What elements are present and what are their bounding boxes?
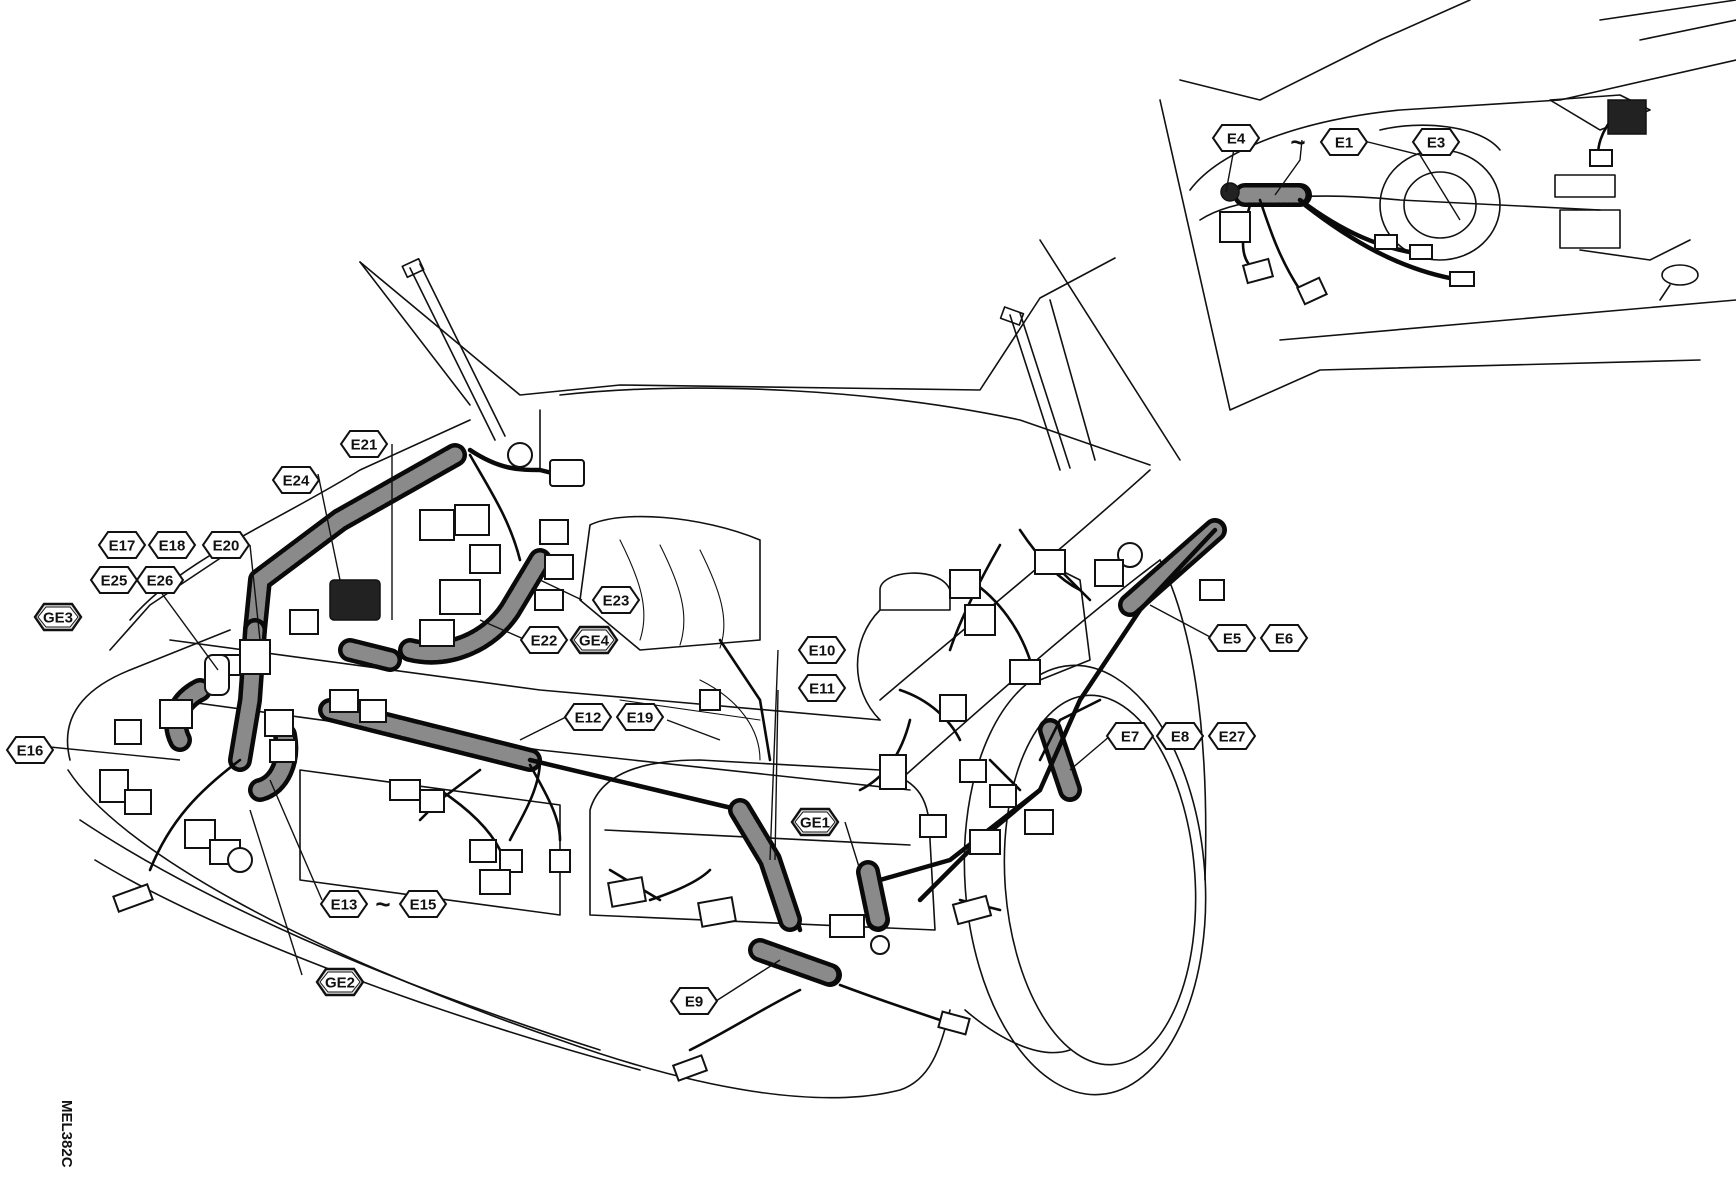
connector-tag-frame	[1207, 624, 1257, 652]
connector-tag-e24: E24	[271, 466, 321, 494]
connector-tag-label: E25	[101, 573, 128, 590]
connector-tag-e12: E12	[563, 703, 613, 731]
connector-tag-label: E12	[575, 710, 602, 727]
connector-tag-frame	[97, 531, 147, 559]
connector-tag-label: E18	[159, 538, 186, 555]
connector-tag-frame	[1319, 128, 1369, 156]
connector-tag-ge3: GE3	[33, 602, 83, 632]
connector-tag-label: E8	[1171, 729, 1189, 746]
connector-tag-frame	[135, 566, 185, 594]
connector-tag-e26: E26	[135, 566, 185, 594]
ground-tag-inner-frame	[794, 811, 836, 833]
connector-tag-e27: E27	[1207, 722, 1257, 750]
connector-tag-label: E26	[147, 573, 174, 590]
connector-tag-label: E23	[603, 593, 630, 610]
connector-tag-e13: E13	[319, 890, 369, 918]
connector-tag-e16: E16	[5, 736, 55, 764]
connector-tag-label: E7	[1121, 729, 1139, 746]
connector-tag-e1: E1	[1319, 128, 1369, 156]
dashboard-inset	[1159, 0, 1736, 411]
connector-tag-e18: E18	[147, 531, 197, 559]
connector-tag-ge4: GE4	[569, 625, 619, 655]
connector-tag-label: E19	[627, 710, 654, 727]
connector-tag-label: E13	[331, 897, 358, 914]
connector-tag-frame	[1105, 722, 1155, 750]
range-separator-e1-e3: ~	[1290, 127, 1305, 157]
connector-tag-label: GE3	[43, 610, 73, 627]
connector-tag-frame	[669, 987, 719, 1015]
connector-tag-label: E27	[1219, 729, 1246, 746]
connector-tag-frame	[319, 890, 369, 918]
connector-tag-e11: E11	[797, 674, 847, 702]
vehicle-outline	[66, 239, 1207, 1099]
connector-tag-frame	[797, 674, 847, 702]
connector-tag-label: E22	[531, 633, 558, 650]
ground-tag-inner-frame	[573, 629, 615, 651]
connector-tag-ge1: GE1	[790, 807, 840, 837]
connector-tag-label: GE4	[579, 633, 610, 650]
connector-tag-frame	[563, 703, 613, 731]
connector-tag-frame	[615, 703, 665, 731]
connector-tag-label: GE2	[325, 975, 355, 992]
connector-tag-e21: E21	[339, 430, 389, 458]
connector-tag-e10: E10	[797, 636, 847, 664]
connector-tag-e15: E15	[398, 890, 448, 918]
range-separator-e13-e15: ~	[375, 889, 390, 919]
ground-tag-inner-frame	[37, 606, 79, 628]
connector-tag-frame	[1259, 624, 1309, 652]
connector-tag-e8: E8	[1155, 722, 1205, 750]
connector-tag-e6: E6	[1259, 624, 1309, 652]
connector-tag-frame	[147, 531, 197, 559]
connector-tag-e4: E4	[1211, 124, 1261, 152]
connector-tag-e19: E19	[615, 703, 665, 731]
connector-tag-label: E24	[283, 473, 310, 490]
connector-tag-frame	[1155, 722, 1205, 750]
connector-tag-frame	[339, 430, 389, 458]
connector-tag-label: E15	[410, 897, 437, 914]
connector-tag-label: E1	[1335, 135, 1353, 152]
connector-tag-label: E4	[1227, 131, 1246, 148]
connector-tag-label: E16	[17, 743, 44, 760]
figure-code: MEL382C	[58, 1100, 75, 1168]
connector-tag-e25: E25	[89, 566, 139, 594]
connector-tag-frame	[89, 566, 139, 594]
connector-tag-frame	[519, 626, 569, 654]
connector-tag-e7: E7	[1105, 722, 1155, 750]
connector-tag-frame	[5, 736, 55, 764]
connector-tag-e5: E5	[1207, 624, 1257, 652]
connector-tag-frame	[591, 586, 641, 614]
connector-tag-frame	[201, 531, 251, 559]
connector-tag-e22: E22	[519, 626, 569, 654]
connector-tag-label: E11	[809, 681, 835, 698]
connector-tag-e23: E23	[591, 586, 641, 614]
leader-lines	[39, 137, 1461, 1002]
connector-tag-frame	[1207, 722, 1257, 750]
connector-tag-label: E5	[1223, 631, 1241, 648]
ground-tag-inner-frame	[319, 971, 361, 993]
connector-tag-e3: E3	[1411, 128, 1461, 156]
connector-tag-frame	[398, 890, 448, 918]
connector-tag-frame	[1211, 124, 1261, 152]
connector-tag-label: E20	[213, 538, 240, 555]
connector-tag-e20: E20	[201, 531, 251, 559]
connector-tag-ge2: GE2	[315, 967, 365, 997]
connector-tag-label: E17	[109, 538, 136, 555]
connector-tag-e17: E17	[97, 531, 147, 559]
connector-tag-frame	[797, 636, 847, 664]
connector-tag-label: GE1	[800, 815, 830, 832]
connector-tag-label: E9	[685, 994, 703, 1011]
connector-tag-frame	[1411, 128, 1461, 156]
connectors	[99, 442, 1225, 1082]
connector-tag-frame	[271, 466, 321, 494]
connector-tag-e9: E9	[669, 987, 719, 1015]
connector-tag-label: E6	[1275, 631, 1293, 648]
connector-tag-label: E3	[1427, 135, 1445, 152]
connector-tag-label: E10	[809, 643, 836, 660]
main-harness	[148, 443, 1227, 1052]
connector-tag-label: E21	[351, 437, 378, 454]
